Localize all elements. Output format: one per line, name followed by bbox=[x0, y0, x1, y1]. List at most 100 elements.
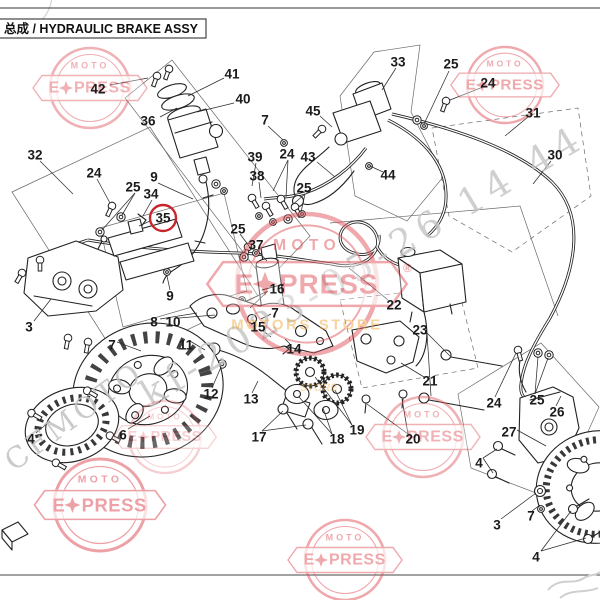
part-label-17: 17 bbox=[251, 430, 266, 445]
part-label-30: 30 bbox=[547, 148, 562, 163]
stamp-main-text-right: PRESS bbox=[74, 80, 131, 97]
part-label-4: 4 bbox=[532, 550, 540, 565]
part-label-42: 42 bbox=[90, 82, 105, 97]
part-label-7: 7 bbox=[271, 306, 279, 321]
part-label-3: 3 bbox=[493, 518, 501, 533]
express-stamp: MOTO E PRESS bbox=[287, 518, 403, 600]
stamp-star-icon bbox=[64, 496, 81, 514]
rear-brake-disc bbox=[535, 430, 600, 544]
stamp-star-icon bbox=[137, 430, 150, 444]
part-label-9: 9 bbox=[166, 289, 174, 304]
stamp-arc-text: MOTO bbox=[404, 410, 443, 420]
stamp-arc-text: MOTO bbox=[326, 533, 365, 543]
stamp-arc-text: MOTO bbox=[71, 61, 110, 71]
abs-module bbox=[397, 246, 467, 323]
stamp-main-text-left: E bbox=[235, 269, 254, 300]
part-label-39: 39 bbox=[247, 150, 262, 165]
part-label-26: 26 bbox=[549, 405, 565, 420]
stamp-main-text-right: PRESS bbox=[329, 552, 386, 569]
stamp-main-text-right: PRESS bbox=[407, 429, 464, 446]
part-label-25: 25 bbox=[125, 180, 141, 195]
part-label-4: 4 bbox=[475, 456, 483, 471]
part-label-4: 4 bbox=[27, 432, 35, 447]
part-label-15: 15 bbox=[250, 320, 266, 335]
watermark-store-text: STORE bbox=[300, 382, 338, 394]
express-stamp: MOTO E PRESS bbox=[33, 457, 167, 553]
front-master-cylinder bbox=[149, 63, 224, 184]
stamp-sub-text: MOTORS STORE bbox=[231, 318, 383, 334]
part-label-12: 12 bbox=[203, 387, 218, 402]
part-label-18: 18 bbox=[329, 432, 345, 447]
stamp-star-icon bbox=[252, 271, 278, 297]
stamp-main-text-right: PRESS bbox=[151, 429, 202, 445]
stamp-main-text-left: E bbox=[304, 552, 315, 569]
part-label-36: 36 bbox=[140, 114, 156, 129]
stamp-main-text-right: PRESS bbox=[82, 495, 147, 516]
part-label-7: 7 bbox=[527, 509, 535, 524]
part-label-10: 10 bbox=[165, 315, 180, 330]
corner-squiggle-watermark-2 bbox=[559, 587, 599, 599]
part-label-25: 25 bbox=[529, 393, 545, 408]
part-label-20: 20 bbox=[405, 432, 420, 447]
stamp-main-text-left: E bbox=[49, 80, 60, 97]
part-label-19: 19 bbox=[349, 423, 364, 438]
stamp-arc-text: MOTO bbox=[148, 412, 183, 421]
registered-trademark-mark: ® bbox=[403, 261, 412, 275]
caliper-adapter-bracket bbox=[351, 320, 420, 374]
part-label-25: 25 bbox=[230, 222, 246, 237]
part-label-24: 24 bbox=[279, 147, 295, 162]
part-label-33: 33 bbox=[390, 55, 406, 70]
part-label-24: 24 bbox=[480, 76, 496, 91]
stamp-star-icon bbox=[392, 430, 406, 444]
stamp-main-text-left: E bbox=[466, 77, 476, 94]
part-label-25: 25 bbox=[296, 181, 312, 196]
part-label-11: 11 bbox=[179, 338, 194, 353]
rear-disc-bolts bbox=[486, 440, 600, 545]
part-label-40: 40 bbox=[235, 92, 250, 107]
part-label-23: 23 bbox=[412, 323, 428, 338]
rubber-dampers bbox=[277, 355, 408, 445]
part-label-37: 37 bbox=[248, 238, 263, 253]
part-label-34: 34 bbox=[143, 187, 159, 202]
title-block: 总成 / HYDRAULIC BRAKE ASSY bbox=[0, 18, 207, 39]
brake-pads bbox=[95, 200, 195, 281]
part-label-16: 16 bbox=[269, 282, 285, 297]
part-label-43: 43 bbox=[300, 150, 316, 165]
highlight-circle-part-35 bbox=[148, 203, 178, 233]
hub-flange bbox=[24, 385, 122, 473]
part-label-21: 21 bbox=[422, 374, 438, 389]
part-label-22: 22 bbox=[386, 298, 401, 313]
part-label-3: 3 bbox=[25, 320, 33, 335]
express-stamp: MOTO E PRESS bbox=[32, 46, 148, 130]
part-label-14: 14 bbox=[286, 342, 302, 357]
stamp-star-icon bbox=[475, 78, 489, 92]
part-label-8: 8 bbox=[150, 315, 158, 330]
part-label-27: 27 bbox=[501, 425, 516, 440]
stamp-main-text-right: PRESS bbox=[490, 77, 544, 94]
stamp-arc-text: MOTO bbox=[78, 475, 123, 486]
leader-lines bbox=[33, 67, 587, 552]
front-brake-caliper bbox=[12, 235, 150, 357]
part-label-24: 24 bbox=[486, 396, 502, 411]
stamp-main-text-right: PRESS bbox=[279, 269, 378, 300]
mount-bolts-23 bbox=[418, 349, 503, 411]
part-label-38: 38 bbox=[249, 169, 265, 184]
part-label-24: 24 bbox=[86, 166, 102, 181]
part-label-32: 32 bbox=[27, 148, 42, 163]
part-label-7: 7 bbox=[261, 113, 269, 128]
rear-master-cylinder-lever bbox=[291, 80, 392, 208]
part-label-44: 44 bbox=[380, 168, 396, 183]
part-label-7: 7 bbox=[108, 338, 116, 353]
small-connector-part bbox=[1, 521, 29, 551]
part-label-31: 31 bbox=[525, 106, 541, 121]
express-stamps-layer: MOTO E PRESS MOTO E PRESS MOTO E PRESS MOTORS STO… bbox=[32, 45, 560, 600]
stamp-arc-text: MOTO bbox=[487, 58, 524, 68]
stamp-main-text-left: E bbox=[52, 495, 64, 516]
part-label-41: 41 bbox=[224, 67, 240, 82]
part-label-6: 6 bbox=[119, 428, 127, 443]
